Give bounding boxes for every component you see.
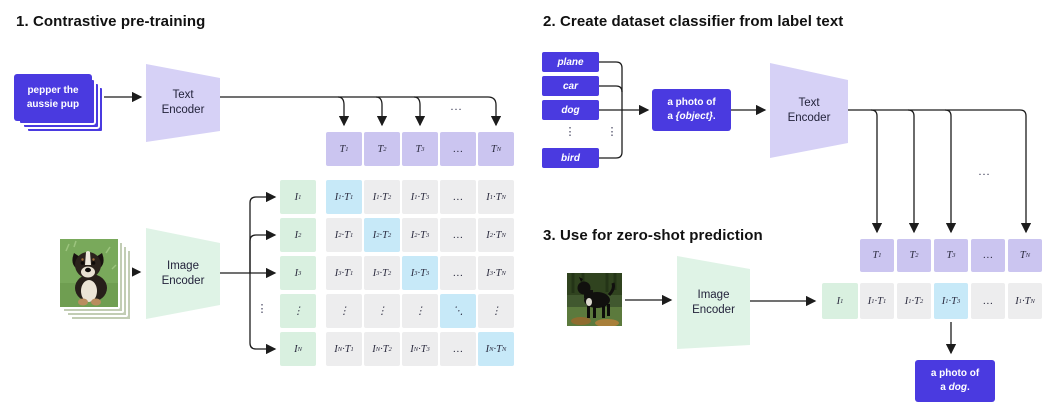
matrix-cell: …: [440, 332, 476, 366]
matrix-cell: ⋮: [402, 294, 438, 328]
image-encoder-label: Image Encoder: [161, 259, 205, 287]
text-encoder: Text Encoder: [146, 64, 220, 142]
matrix-cell: ⋱: [440, 294, 476, 328]
section3-heading: 3. Use for zero-shot prediction: [543, 227, 763, 244]
label-column-dots: ⋮: [564, 126, 576, 138]
matrix-cell: …: [440, 218, 476, 252]
class-label-plane: plane: [542, 52, 599, 72]
class-label-dog: dog: [542, 100, 599, 120]
text-encoder-2-label: Text Encoder: [787, 96, 831, 124]
class-label-bird: bird: [542, 148, 599, 168]
t-header: …: [971, 239, 1005, 272]
image-encoder-3: Image Encoder: [677, 256, 750, 349]
text-input-line1: pepper the: [27, 85, 79, 96]
image-encoder-3-label: Image Encoder: [692, 288, 735, 316]
connector-dots: ⋮: [606, 126, 618, 138]
fanout-ellipsis: …: [450, 99, 462, 113]
dog-photo: [565, 271, 624, 328]
section1-heading: 1. Contrastive pre-training: [16, 13, 206, 30]
section2-heading: 2. Create dataset classifier from label …: [543, 13, 844, 30]
matrix-cell: ⋮: [478, 294, 514, 328]
prompt-template-box: a photo of a {object}.: [652, 89, 731, 131]
text-encoder-2: Text Encoder: [770, 63, 848, 158]
prediction-box: a photo of a dog.: [915, 360, 995, 402]
class-label-car: car: [542, 76, 599, 96]
similarity-cell: …: [971, 283, 1005, 319]
t-header: …: [440, 132, 476, 166]
text-encoder-label: Text Encoder: [161, 89, 205, 116]
text-input-card: pepper the aussie pup: [14, 74, 92, 121]
puppy-photo: [58, 237, 120, 309]
text-input-line2: aussie pup: [26, 98, 80, 110]
prompt-line1: a photo of: [667, 97, 716, 108]
i-label: ⋮: [280, 294, 316, 328]
image-branch-dots: ⋮: [256, 303, 268, 315]
prompt-line2: a {object}.: [667, 111, 716, 122]
prediction-line1: a photo of: [930, 368, 980, 379]
fanout-ellipsis-2: …: [978, 164, 990, 178]
matrix-cell: ⋮: [326, 294, 362, 328]
prediction-line2: a dog.: [940, 382, 970, 393]
image-encoder: Image Encoder: [146, 228, 220, 319]
matrix-cell: …: [440, 180, 476, 214]
matrix-cell: ⋮: [364, 294, 400, 328]
matrix-cell: …: [440, 256, 476, 290]
